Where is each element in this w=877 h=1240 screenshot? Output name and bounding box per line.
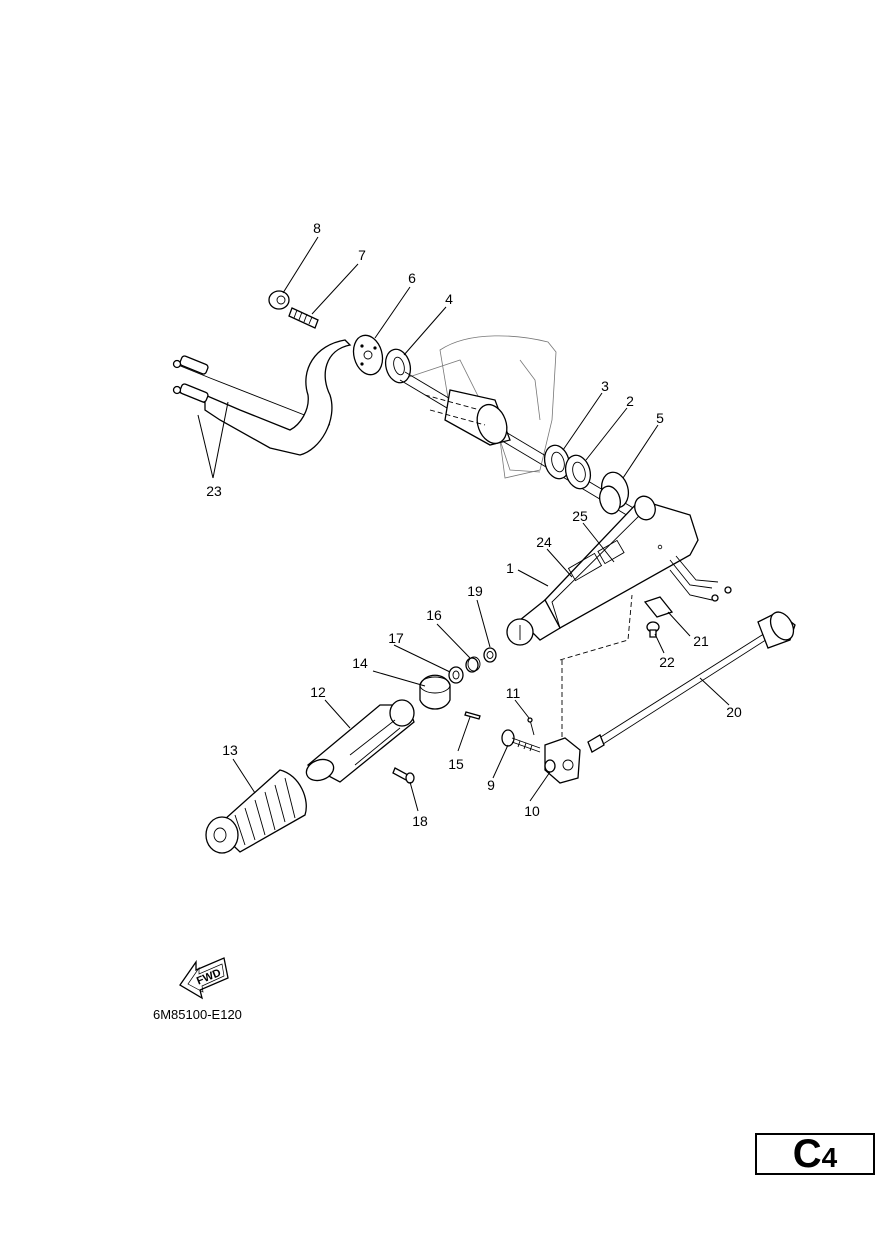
callout-14: 14 [352, 655, 368, 671]
callout-labels: 8 7 6 4 3 2 5 25 24 1 19 16 17 14 12 13 … [206, 220, 742, 829]
collar-part-19 [483, 647, 497, 663]
callout-23: 23 [206, 483, 222, 499]
callout-2: 2 [626, 393, 634, 409]
engine-bracket-ghost [399, 335, 557, 479]
callout-13: 13 [222, 742, 238, 758]
callout-22: 22 [659, 654, 675, 670]
callout-8: 8 [313, 220, 321, 236]
nut-part-8 [268, 290, 290, 310]
callout-9: 9 [487, 777, 495, 793]
mounting-tube [424, 389, 511, 446]
washer-part-4 [384, 348, 412, 384]
callout-16: 16 [426, 607, 442, 623]
callout-6: 6 [408, 270, 416, 286]
callout-1: 1 [506, 560, 514, 576]
callout-18: 18 [412, 813, 428, 829]
callout-12: 12 [310, 684, 326, 700]
callout-10: 10 [524, 803, 540, 819]
callout-4: 4 [445, 291, 453, 307]
callout-24: 24 [536, 534, 552, 550]
throttle-grip-part-13 [205, 769, 307, 854]
shaft-part-20 [587, 611, 796, 753]
friction-block-part-10 [544, 737, 581, 784]
callout-5: 5 [656, 410, 664, 426]
callout-19: 19 [467, 583, 483, 599]
spring-part-16 [465, 656, 481, 673]
leader-lines [197, 236, 730, 812]
screw-part-22 [646, 621, 660, 638]
plate-part-6 [352, 334, 384, 376]
washer-part-17 [448, 666, 464, 684]
callout-21: 21 [693, 633, 709, 649]
fwd-arrow-icon: FWD [179, 957, 229, 1000]
drawing-code: 6M85100-E120 [153, 1007, 242, 1022]
collar-part-14 [419, 674, 451, 710]
bushing-part-5 [599, 471, 630, 515]
page-tag-number: 4 [821, 1142, 838, 1173]
screw-part-18 [392, 767, 415, 784]
pin-part-11 [527, 717, 535, 736]
callout-25: 25 [572, 508, 588, 524]
bolt-part-7 [288, 307, 319, 329]
plate-part-21 [643, 596, 674, 618]
callout-20: 20 [726, 704, 742, 720]
callout-7: 7 [358, 247, 366, 263]
callout-17: 17 [388, 630, 404, 646]
callout-15: 15 [448, 756, 464, 772]
throttle-cable-assembly [172, 339, 352, 456]
screw-part-9 [501, 729, 541, 753]
page-tag: C 4 [755, 1133, 875, 1175]
throttle-shaft-part-12 [305, 699, 415, 783]
wave-washer-part-2 [564, 454, 592, 490]
pin-part-15 [464, 711, 481, 720]
page-tag-letter: C [792, 1132, 822, 1176]
callout-3: 3 [601, 378, 609, 394]
callout-11: 11 [506, 685, 521, 701]
steering-handle-bracket-part-1 [506, 495, 732, 646]
